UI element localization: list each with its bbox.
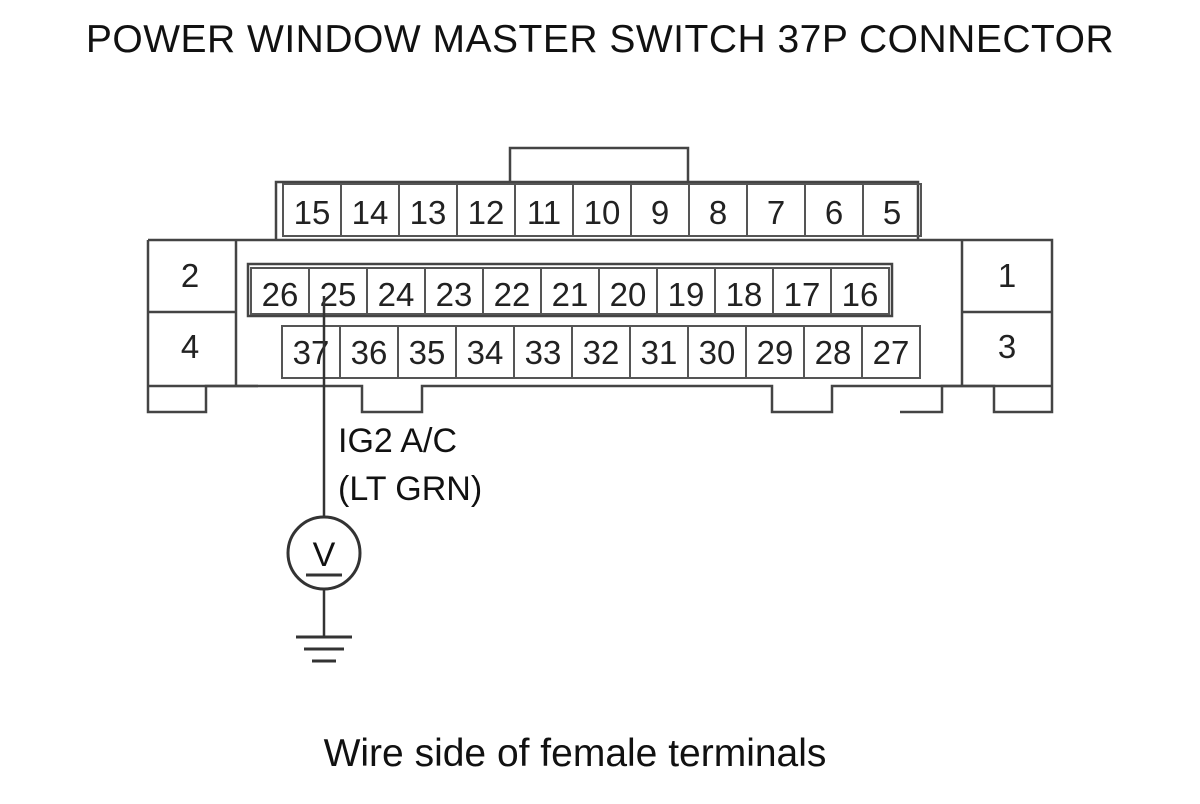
pin-1: 1: [998, 257, 1016, 294]
pin-33: 33: [525, 334, 562, 371]
pin-24: 24: [378, 276, 415, 313]
pin-27: 27: [873, 334, 910, 371]
wire-color-label: (LT GRN): [338, 470, 482, 508]
pin-21: 21: [552, 276, 589, 313]
pin-13: 13: [410, 194, 447, 231]
pin-25: 25: [320, 276, 357, 313]
pin-22: 22: [494, 276, 531, 313]
pin-2: 2: [181, 257, 199, 294]
pin-20: 20: [610, 276, 647, 313]
middle-row-pins: 26 25 24 23 22 21 20 19 18 17 16: [250, 267, 890, 315]
right-pin-block: [960, 240, 1052, 386]
left-pin-block: [148, 240, 238, 386]
top-row-pins: 15 14 13 12 11 10 9 8 7 6 5: [282, 183, 922, 237]
pin-28: 28: [815, 334, 852, 371]
pin-7: 7: [767, 194, 785, 231]
pin-29: 29: [757, 334, 794, 371]
diagram-title: POWER WINDOW MASTER SWITCH 37P CONNECTOR: [85, 18, 1115, 61]
pin-17: 17: [784, 276, 821, 313]
connector-latch: [508, 146, 690, 182]
connector-body-right: [148, 238, 1054, 414]
pin-18: 18: [726, 276, 763, 313]
pin-3: 3: [998, 328, 1016, 365]
pin-14: 14: [352, 194, 389, 231]
voltmeter-symbol: V: [313, 536, 336, 574]
pin-31: 31: [641, 334, 678, 371]
diagram-caption: Wire side of female terminals: [323, 732, 827, 775]
pin-15: 15: [294, 194, 331, 231]
middle-row-housing: [246, 262, 894, 318]
pin-26: 26: [262, 276, 299, 313]
ground-icon: [296, 635, 352, 663]
pin-16: 16: [842, 276, 879, 313]
top-row-housing: [274, 180, 920, 240]
signal-label: IG2 A/C: [338, 422, 457, 460]
pin-12: 12: [468, 194, 505, 231]
pin-36: 36: [351, 334, 388, 371]
pin-cell-5: [862, 183, 922, 237]
pin-cell-27: [861, 325, 921, 379]
pin-34: 34: [467, 334, 504, 371]
pin-5: 5: [883, 194, 901, 231]
pin-19: 19: [668, 276, 705, 313]
pin-4: 4: [181, 328, 199, 365]
pin-6: 6: [825, 194, 843, 231]
pin-11: 11: [527, 194, 561, 231]
pin-9: 9: [651, 194, 669, 231]
pin-23: 23: [436, 276, 473, 313]
pin-30: 30: [699, 334, 736, 371]
pin-10: 10: [584, 194, 621, 231]
pin-8: 8: [709, 194, 727, 231]
pin-35: 35: [409, 334, 446, 371]
pin-cell-16: [830, 267, 890, 315]
pin-32: 32: [583, 334, 620, 371]
